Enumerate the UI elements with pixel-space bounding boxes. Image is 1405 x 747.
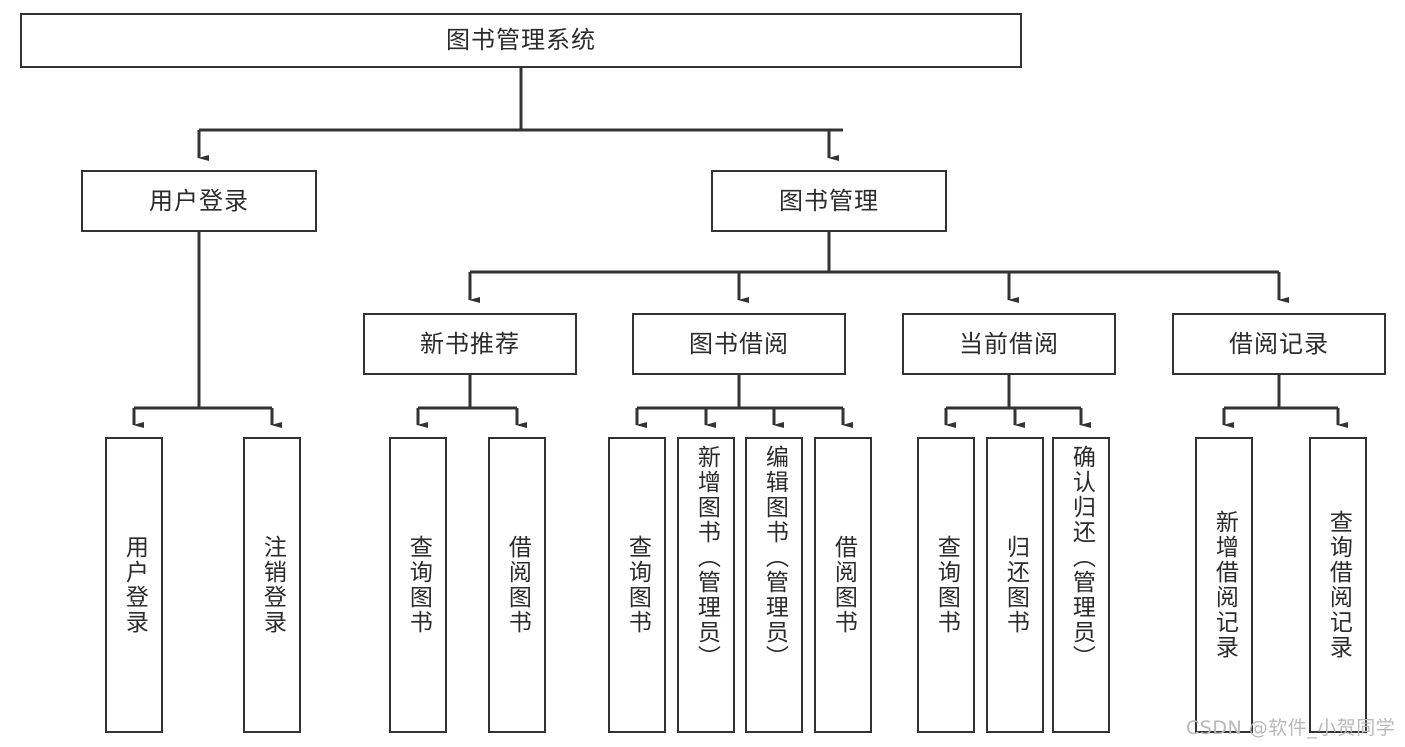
leaf-borrow-book-2[interactable]: 借阅图书 bbox=[814, 437, 872, 733]
leaf-add-book-label: 新增图书（管理员） bbox=[693, 445, 720, 670]
node-current-borrow-label: 当前借阅 bbox=[959, 329, 1059, 358]
node-root[interactable]: 图书管理系统 bbox=[20, 13, 1022, 68]
leaf-query-book-2[interactable]: 查询图书 bbox=[608, 437, 666, 733]
leaf-edit-book[interactable]: 编辑图书（管理员） bbox=[745, 437, 803, 733]
node-new-book-recommend-label: 新书推荐 bbox=[420, 329, 520, 358]
leaf-query-book-2-label: 查询图书 bbox=[624, 535, 651, 635]
leaf-logout-login[interactable]: 注销登录 bbox=[243, 437, 301, 733]
leaf-query-book-3[interactable]: 查询图书 bbox=[917, 437, 975, 733]
leaf-confirm-return-label: 确认归还（管理员） bbox=[1068, 445, 1095, 670]
node-book-management[interactable]: 图书管理 bbox=[711, 170, 947, 232]
leaf-borrow-book-1[interactable]: 借阅图书 bbox=[488, 437, 546, 733]
leaf-return-book[interactable]: 归还图书 bbox=[986, 437, 1044, 733]
leaf-user-login-label: 用户登录 bbox=[121, 535, 148, 635]
leaf-query-book-1-label: 查询图书 bbox=[405, 535, 432, 635]
node-user-login-label: 用户登录 bbox=[149, 186, 249, 215]
leaf-logout-login-label: 注销登录 bbox=[259, 535, 286, 635]
node-book-borrow[interactable]: 图书借阅 bbox=[632, 313, 846, 375]
leaf-add-borrow-record-label: 新增借阅记录 bbox=[1211, 510, 1238, 660]
node-book-borrow-label: 图书借阅 bbox=[689, 329, 789, 358]
node-user-login[interactable]: 用户登录 bbox=[81, 170, 317, 232]
leaf-edit-book-label: 编辑图书（管理员） bbox=[761, 445, 788, 670]
leaf-return-book-label: 归还图书 bbox=[1002, 535, 1029, 635]
node-root-label: 图书管理系统 bbox=[446, 26, 596, 55]
leaf-query-book-1[interactable]: 查询图书 bbox=[389, 437, 447, 733]
leaf-borrow-book-1-label: 借阅图书 bbox=[504, 535, 531, 635]
leaf-confirm-return[interactable]: 确认归还（管理员） bbox=[1052, 437, 1110, 733]
csdn-watermark: CSDN @软件_小贺同学 bbox=[1186, 717, 1396, 739]
node-current-borrow[interactable]: 当前借阅 bbox=[902, 313, 1116, 375]
leaf-add-book[interactable]: 新增图书（管理员） bbox=[677, 437, 735, 733]
leaf-query-borrow-record[interactable]: 查询借阅记录 bbox=[1309, 437, 1367, 733]
node-borrow-record[interactable]: 借阅记录 bbox=[1172, 313, 1386, 375]
leaf-query-book-3-label: 查询图书 bbox=[933, 535, 960, 635]
leaf-query-borrow-record-label: 查询借阅记录 bbox=[1325, 510, 1352, 660]
node-borrow-record-label: 借阅记录 bbox=[1229, 329, 1329, 358]
node-new-book-recommend[interactable]: 新书推荐 bbox=[363, 313, 577, 375]
leaf-add-borrow-record[interactable]: 新增借阅记录 bbox=[1195, 437, 1253, 733]
leaf-user-login[interactable]: 用户登录 bbox=[105, 437, 163, 733]
leaf-borrow-book-2-label: 借阅图书 bbox=[830, 535, 857, 635]
node-book-management-label: 图书管理 bbox=[779, 186, 879, 215]
